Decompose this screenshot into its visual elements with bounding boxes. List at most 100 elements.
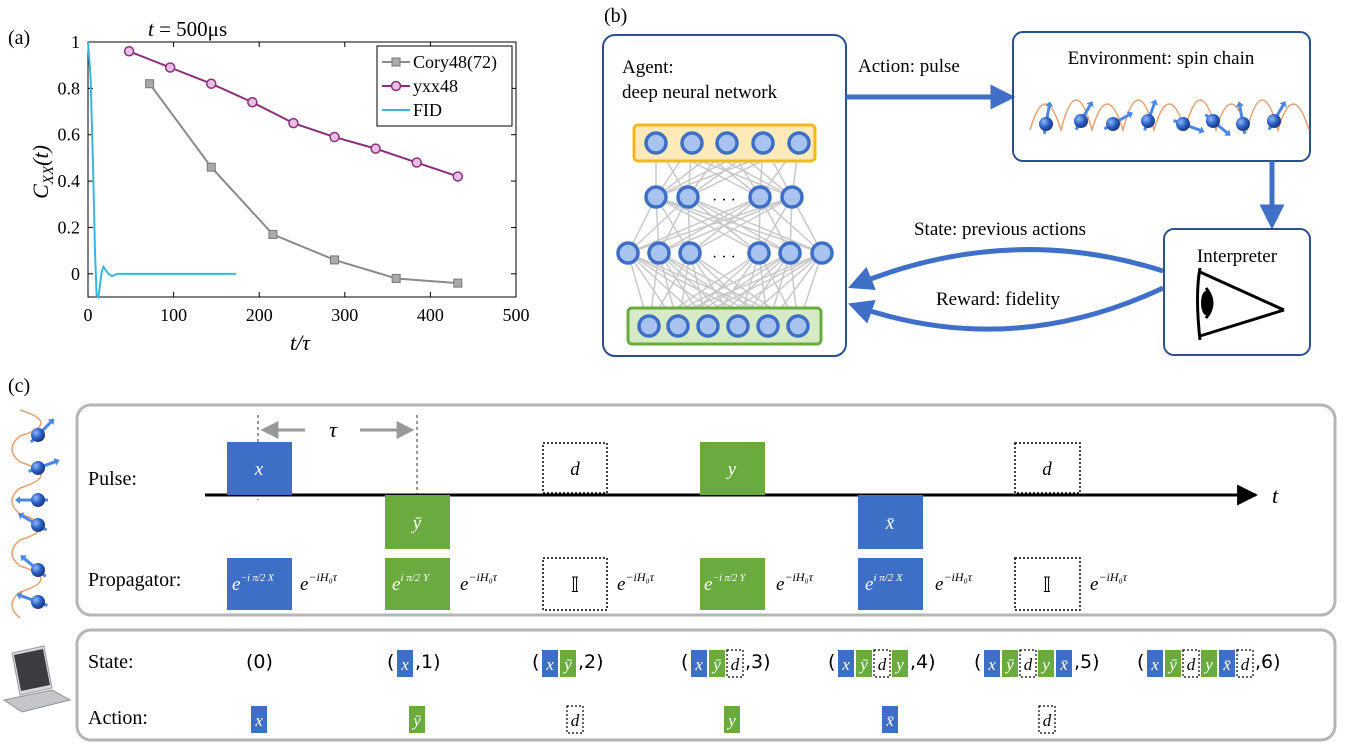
action-row-label: Action:	[88, 707, 148, 729]
y-tick-label: 0.4	[58, 171, 81, 191]
state-item-symbol: y	[894, 655, 904, 674]
panel-c-label: (c)	[8, 375, 30, 397]
state-item-symbol: x	[841, 655, 850, 674]
data-point-yxx48	[123, 46, 135, 57]
network-node	[751, 131, 775, 155]
network-node	[666, 314, 690, 338]
spin-icon	[1267, 101, 1287, 131]
action-ybar-symbol: ȳ	[411, 711, 421, 730]
network-node	[748, 185, 772, 209]
network-node	[676, 185, 700, 209]
series-line-2	[87, 41, 237, 300]
pulse-row-label: Pulse:	[88, 468, 137, 490]
panel-a-label: (a)	[8, 27, 30, 49]
state-open-paren: (	[1137, 651, 1144, 673]
state-action-frame	[75, 628, 1337, 742]
state-item-block	[397, 650, 413, 677]
state-index: ,6)	[1255, 651, 1281, 673]
state-item-block	[1002, 650, 1018, 677]
state-item-block	[1201, 650, 1217, 677]
state-item-block	[1019, 649, 1037, 678]
y-tick-label: 1	[71, 32, 80, 52]
interpreter-box	[1163, 228, 1311, 356]
legend-label-yxx: yxx48	[413, 76, 458, 96]
spin-chain-illustration	[1029, 99, 1310, 136]
panel-b: (b) Agent: deep neural network · · · · ·…	[602, 5, 1311, 357]
network-node	[780, 185, 804, 209]
state-item-symbol: x	[545, 655, 554, 674]
state-item-symbol: x̄	[1059, 655, 1068, 674]
network-node	[787, 131, 811, 155]
y-tick-labels: 00.20.40.60.81	[58, 32, 516, 284]
data-point-cory48	[268, 229, 278, 239]
spin-icon	[1103, 111, 1133, 131]
spin-icon	[18, 512, 48, 532]
action-d-block	[1038, 705, 1056, 734]
interpreter-label: Interpreter	[1197, 246, 1278, 267]
state-item-block	[856, 650, 872, 677]
pulse-ybar-text: ȳ	[411, 513, 422, 534]
state-item-symbol: d	[1187, 655, 1196, 674]
spin-icon	[1039, 101, 1054, 135]
spin-icon	[15, 493, 48, 507]
x-tick-label: 0	[84, 305, 93, 325]
prop-rot-y-text: e−i π/2 Y	[704, 573, 747, 595]
state-index: ,5)	[1074, 651, 1100, 673]
time-axis-label: t	[1272, 483, 1279, 508]
spin-icon	[20, 555, 47, 578]
state-item-symbol: x̄	[1222, 655, 1231, 674]
state-index: ,4)	[910, 651, 936, 673]
network-node	[680, 131, 704, 155]
network-edge	[687, 196, 791, 254]
data-point-yxx48	[452, 171, 464, 182]
data-point-cory48	[391, 273, 401, 283]
data-point-yxx48	[247, 97, 258, 108]
agent-box	[602, 34, 847, 357]
state-item-block	[873, 649, 891, 678]
x-tick-label: 300	[331, 305, 358, 325]
data-point-yxx48	[411, 157, 422, 168]
propagator-row-label: Propagator:	[88, 569, 181, 591]
state-index: ,2)	[578, 651, 604, 673]
prop-identity-text-2: 𝕀	[1043, 573, 1051, 597]
network-edge	[687, 196, 760, 254]
spin-icon	[1235, 101, 1250, 135]
plot-area	[87, 41, 464, 300]
laptop-icon	[2, 645, 72, 713]
hidden-dots-1: · · ·	[712, 192, 736, 209]
spin-icon	[1173, 117, 1205, 134]
state-item-block	[838, 650, 854, 677]
spin-icon	[29, 418, 55, 444]
state-index: ,1)	[415, 651, 441, 673]
pulse-d-block-2	[1014, 442, 1081, 494]
pulse-d-text-2: d	[1042, 459, 1052, 480]
pulse-y-text: y	[726, 459, 737, 480]
network-edge	[627, 196, 761, 254]
prop-free-3: e−iH₀τ	[617, 570, 655, 595]
prop-rot-xbar-text: ei π/2 X	[865, 572, 904, 595]
series-line-0	[148, 83, 458, 285]
state-arrow	[848, 247, 1164, 290]
pulse-xbar-block	[858, 495, 923, 549]
prop-rot-x-block	[227, 558, 292, 610]
pulse-ybar-block	[385, 495, 450, 549]
network-edge	[655, 196, 760, 254]
prop-rot-y-block	[700, 558, 765, 610]
legend-marker-yxx	[390, 80, 402, 92]
state-item-block	[1236, 649, 1254, 678]
panel-c: (c) τ Pulse: t x ȳ d y x̄	[2, 375, 1337, 742]
prop-free-2: e−iH₀τ	[460, 570, 498, 595]
x-tick-label: 200	[246, 305, 273, 325]
y-tick-label: 0.6	[58, 125, 81, 145]
state-1: (x,1)	[387, 650, 441, 677]
state-open-paren: (	[828, 651, 835, 673]
state-open-paren: (	[974, 651, 981, 673]
state-item-symbol: ȳ	[711, 655, 721, 674]
state-item-block	[1056, 650, 1072, 677]
legend-label-fid: FID	[413, 100, 442, 120]
